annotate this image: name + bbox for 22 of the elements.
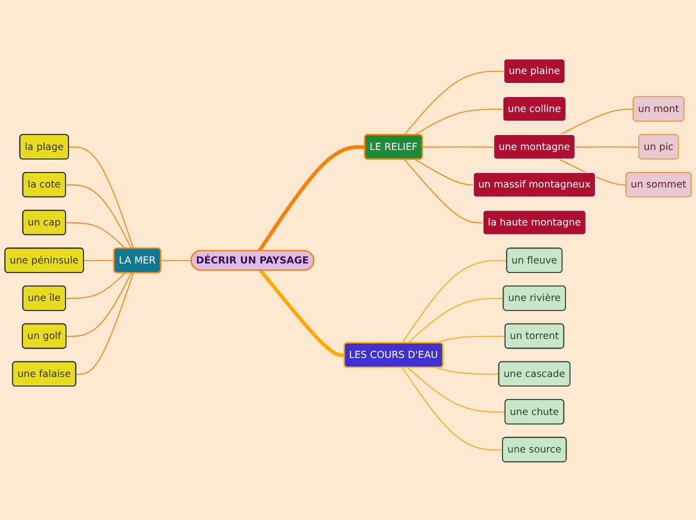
connector [414,108,504,135]
connector [402,366,504,450]
connector [404,70,505,135]
connector [76,272,134,374]
connector [66,272,132,336]
connector [83,260,115,261]
connector [68,146,134,249]
connector [574,146,640,148]
connector [65,184,132,249]
connector [160,260,192,261]
connector [558,108,634,135]
connector [258,144,366,252]
connector [402,260,508,344]
connector [435,366,500,374]
connector [259,268,345,357]
connector [422,146,495,148]
connector [65,272,126,299]
connector [414,158,474,186]
connector [404,158,484,223]
connector [65,222,126,249]
connector [407,366,506,412]
connector [407,298,504,344]
